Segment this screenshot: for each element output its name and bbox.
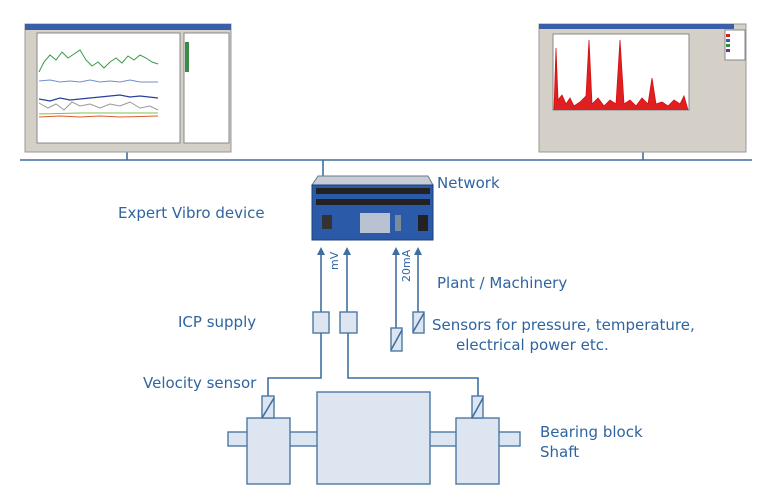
bearing-block-label: Bearing block xyxy=(540,423,643,441)
velocity-sensor-right xyxy=(471,395,484,419)
plant-label: Plant / Machinery xyxy=(437,274,567,292)
trend-screenshot xyxy=(24,23,232,153)
cable-left xyxy=(267,333,322,396)
icp-supply-box-left xyxy=(312,311,330,334)
bearing-block-left xyxy=(246,417,291,485)
shaft-label: Shaft xyxy=(540,443,579,461)
machine xyxy=(316,391,431,485)
device-label: Expert Vibro device xyxy=(118,204,265,222)
ma-label: 20mA xyxy=(400,249,413,282)
mv-label: mV xyxy=(328,251,341,270)
spectrum-screenshot xyxy=(538,23,747,153)
expert-vibro-device xyxy=(311,175,434,241)
process-sensor xyxy=(390,327,403,352)
sensors-label-1: Sensors for pressure, temperature, xyxy=(432,316,695,334)
signal-lines xyxy=(317,247,422,328)
bearing-block-right xyxy=(455,417,500,485)
velocity-sensor-left xyxy=(261,395,275,419)
process-sensor xyxy=(412,311,425,334)
icp-supply-label: ICP supply xyxy=(178,313,256,331)
network-label: Network xyxy=(437,174,500,192)
icp-supply-box-right xyxy=(339,311,358,334)
cable-right xyxy=(347,333,479,396)
velocity-sensor-label: Velocity sensor xyxy=(143,374,257,392)
sensors-label-2: electrical power etc. xyxy=(456,336,609,354)
